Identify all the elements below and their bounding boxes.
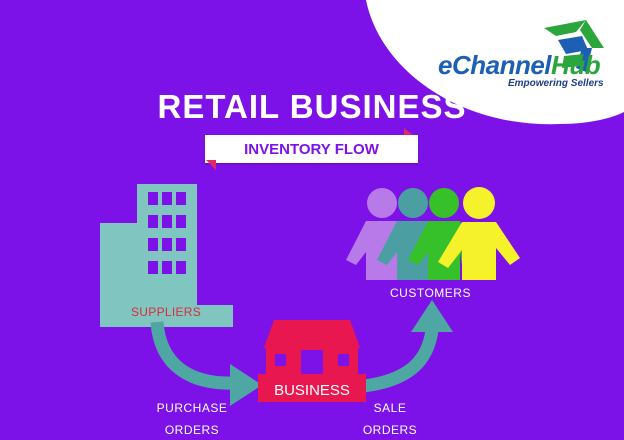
sale-orders-line1: SALE xyxy=(373,401,407,415)
logo-mark-icon xyxy=(544,20,604,72)
logo-channel: Channel xyxy=(451,50,552,80)
business-label: BUSINESS xyxy=(274,382,350,399)
people-icon xyxy=(346,187,520,280)
logo-wordmark: eChannelHub xyxy=(438,50,601,81)
subtitle: INVENTORY FLOW xyxy=(244,141,379,158)
echannelhub-logo: eChannelHub Empowering Sellers xyxy=(436,18,606,98)
logo-hub: Hub xyxy=(551,50,601,80)
logo-tagline: Empowering Sellers xyxy=(508,78,604,89)
sale-flow-arrow-icon xyxy=(363,300,453,393)
building-icon xyxy=(100,184,233,327)
purchase-orders-label: PURCHASE ORDERS xyxy=(154,397,230,440)
purchase-flow-arrow-icon xyxy=(150,321,262,406)
suppliers-label: SUPPLIERS xyxy=(131,305,202,319)
sale-orders-line2: ORDERS xyxy=(362,423,418,437)
subtitle-ribbon: INVENTORY FLOW xyxy=(205,135,418,163)
store-icon xyxy=(258,320,366,402)
sale-orders-label: SALE ORDERS xyxy=(360,397,420,440)
ribbon-fold-left xyxy=(206,160,216,170)
page-title: RETAIL BUSINESS xyxy=(157,88,467,125)
purchase-orders-line2: ORDERS xyxy=(164,423,220,437)
logo-e: e xyxy=(438,50,452,80)
customers-label: CUSTOMERS xyxy=(390,286,471,300)
purchase-orders-line1: PURCHASE xyxy=(156,401,228,415)
ribbon-fold-right xyxy=(404,128,414,136)
person-icon xyxy=(438,187,520,280)
